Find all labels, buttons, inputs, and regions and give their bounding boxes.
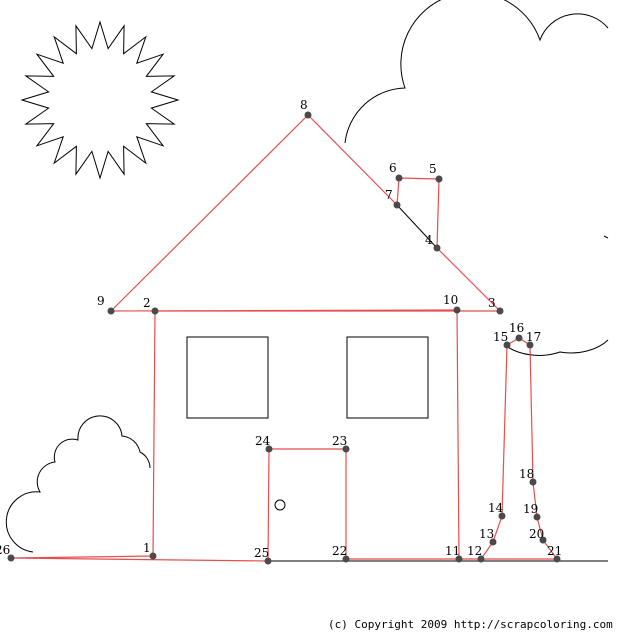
dot-20	[539, 536, 547, 544]
dot-label-20: 20	[529, 527, 544, 541]
dot-label-11: 11	[445, 544, 460, 558]
dot-label-7: 7	[385, 188, 393, 202]
dot-label-16: 16	[509, 321, 524, 335]
dot-26	[7, 554, 15, 562]
dot-label-10: 10	[443, 293, 458, 307]
dot-label-14: 14	[488, 501, 504, 515]
window-left	[186, 336, 269, 419]
dot-6	[395, 174, 403, 182]
dot-label-18: 18	[519, 467, 534, 481]
dot-label-19: 19	[523, 502, 538, 516]
dot-label-22: 22	[332, 544, 347, 558]
chimney-roof-line	[396, 204, 438, 249]
dot-14	[498, 512, 506, 520]
dot-23	[342, 445, 350, 453]
dot-label-24: 24	[255, 434, 271, 448]
dot-label-6: 6	[389, 161, 397, 175]
dot-3	[496, 307, 504, 315]
dot-label-8: 8	[300, 98, 308, 112]
dot-11	[455, 555, 463, 563]
dot-5	[435, 175, 443, 183]
dot-10	[453, 306, 461, 314]
dot-25	[264, 557, 272, 565]
dot-label-21: 21	[547, 544, 562, 558]
dot-24	[265, 445, 273, 453]
dot-7	[393, 201, 401, 209]
dot-label-9: 9	[97, 294, 105, 308]
dot-8	[304, 111, 312, 119]
dot-label-4: 4	[425, 233, 433, 247]
dot-label-3: 3	[488, 296, 496, 310]
dot-label-15: 15	[493, 330, 508, 344]
cloud-right-edge	[603, 235, 609, 239]
dot-label-12: 12	[467, 544, 482, 558]
sun-drawing	[20, 20, 180, 180]
window-right	[346, 336, 429, 419]
dot-label-13: 13	[479, 527, 494, 541]
dot-22	[342, 555, 350, 563]
dot-label-26: 26	[0, 543, 10, 557]
dot-15	[503, 341, 511, 349]
dot-1	[149, 552, 157, 560]
cloud-right	[504, 339, 609, 356]
dot-17	[526, 341, 534, 349]
dot-2	[151, 307, 159, 315]
bush	[5, 415, 151, 553]
dot-19	[533, 513, 541, 521]
dot-9	[107, 307, 115, 315]
dot-label-17: 17	[526, 330, 541, 344]
dot-label-25: 25	[254, 546, 269, 560]
dot-16	[515, 334, 523, 342]
dot-label-1: 1	[143, 541, 151, 555]
dot-4	[433, 244, 441, 252]
dot-12	[477, 555, 485, 563]
dot-18	[529, 478, 537, 486]
connect-line	[10, 114, 559, 562]
dot-label-23: 23	[332, 434, 347, 448]
dot-13	[489, 538, 497, 546]
dot-21	[553, 555, 561, 563]
cloud-top-right	[344, 0, 609, 144]
copyright-text: (c) Copyright 2009 http://scrapcoloring.…	[328, 618, 613, 631]
dot-label-2: 2	[143, 296, 151, 310]
door-knob	[274, 499, 286, 511]
dot-label-5: 5	[429, 162, 437, 176]
